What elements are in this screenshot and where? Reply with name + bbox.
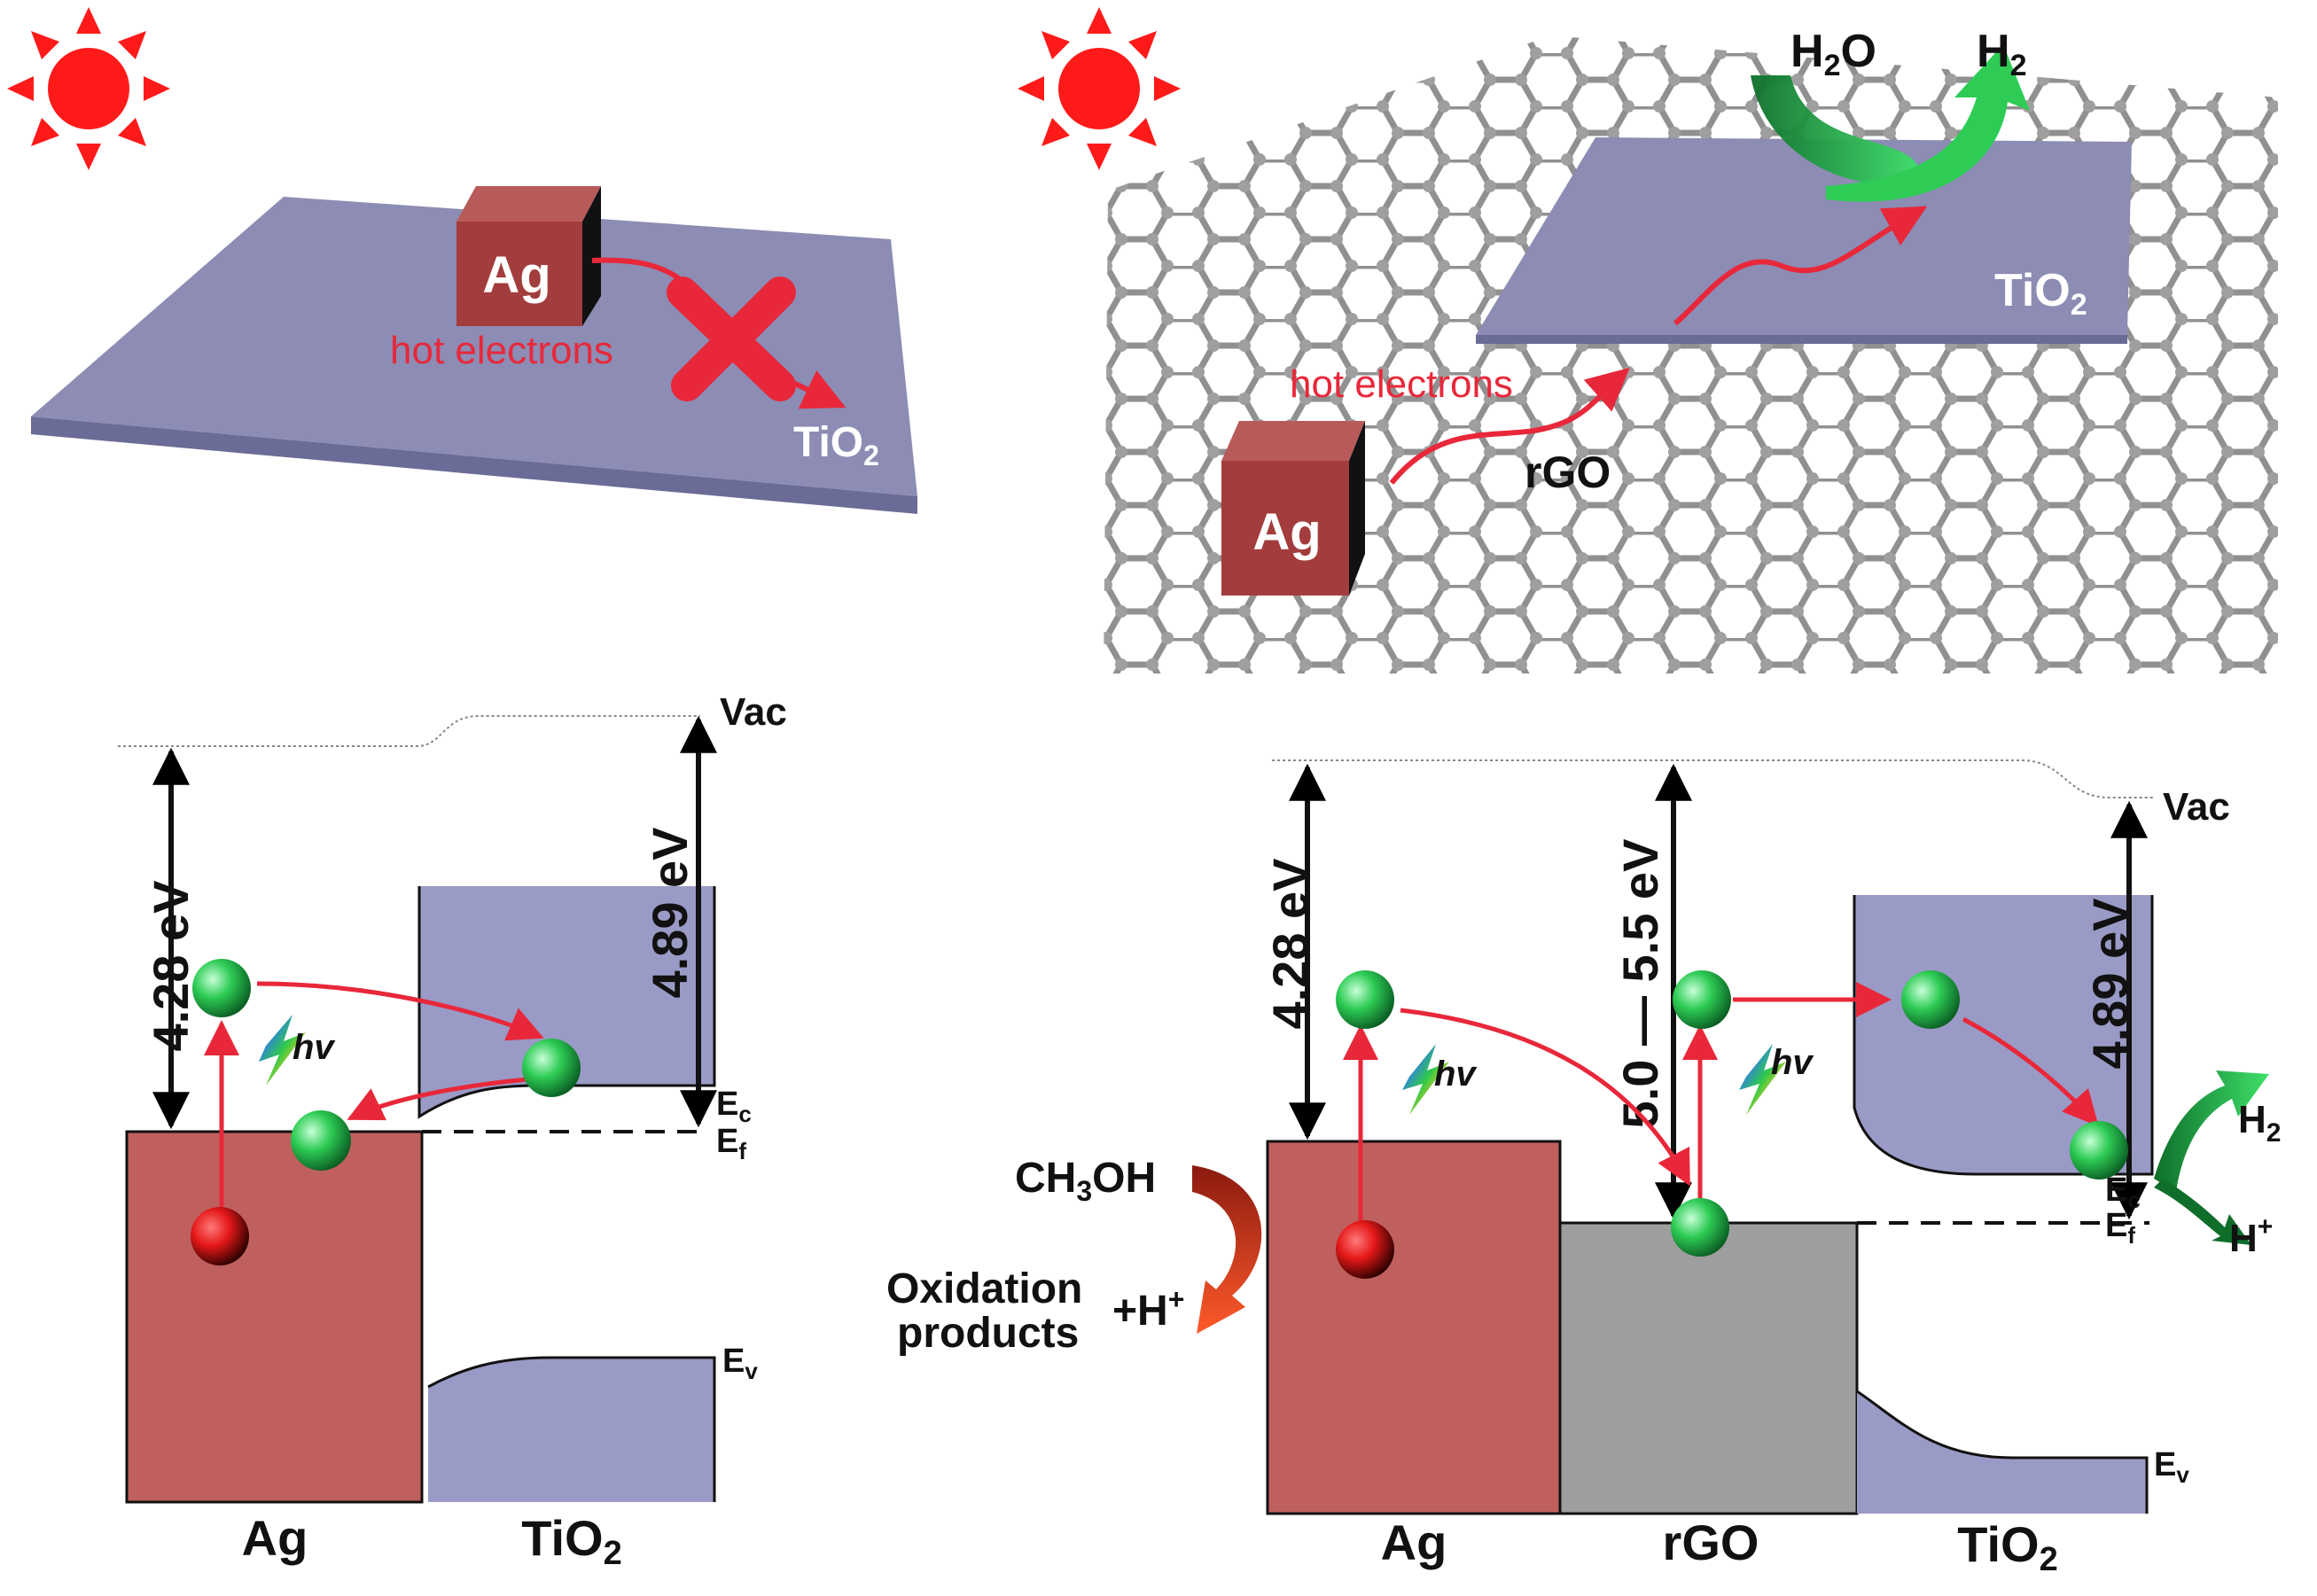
panel-top-left: Ag hot electrons TiO2 — [7, 7, 917, 514]
x-label-tio2: TiO2 — [1957, 1516, 2057, 1578]
ag-work-function-label: 4.28 eV — [1262, 858, 1318, 1029]
photon-icon — [1739, 1044, 1786, 1115]
h2-label: H2 — [2238, 1098, 2281, 1148]
tio2-plate — [31, 197, 917, 514]
tio2-work-function-label: 4.89 eV — [642, 827, 698, 998]
x-label-tio2: TiO2 — [521, 1510, 621, 1572]
ev-label: Ev — [2154, 1446, 2189, 1488]
oxidation-label: Oxidation — [886, 1265, 1082, 1312]
vacuum-level — [118, 715, 700, 747]
photon-icon — [259, 1015, 306, 1086]
electron — [1673, 970, 1731, 1029]
electron-transfer-arrow — [1962, 1016, 2099, 1126]
tio2-valence-band — [427, 1356, 716, 1502]
hot-electrons-label: hot electrons — [1290, 362, 1513, 406]
vacuum-level — [1272, 759, 2154, 798]
h2-evolution-arrow — [2154, 1070, 2269, 1245]
tio2-work-function-label: 4.89 eV — [2082, 898, 2138, 1069]
hv-label: hv — [1434, 1055, 1478, 1094]
electron — [192, 959, 251, 1017]
rgo-work-function-label: 5.0 — 5.5 eV — [1612, 839, 1668, 1129]
sun-icon — [7, 7, 170, 170]
electron — [1671, 1198, 1729, 1257]
hot-electrons-label: hot electrons — [390, 329, 613, 372]
hot-electron-path — [1389, 367, 1630, 485]
electron — [2070, 1121, 2128, 1179]
ec-label: Ec — [2105, 1172, 2141, 1213]
ef-label: Ef — [2105, 1207, 2135, 1249]
ag-work-function-label: 4.28 eV — [143, 880, 199, 1051]
sun-icon — [1018, 7, 1181, 170]
hplus-label: H+ — [2229, 1212, 2273, 1260]
electron — [1336, 970, 1394, 1029]
rgo-band — [1558, 1221, 1859, 1515]
ec-label: Ec — [716, 1086, 752, 1127]
ev-label: Ev — [722, 1343, 758, 1384]
electron-transfer-arrow — [256, 981, 544, 1041]
h2o-label: H2O — [1790, 26, 1876, 82]
back-transfer-arrow — [347, 1077, 528, 1121]
vac-label: Vac — [2163, 785, 2230, 829]
panel-top-right: TiO2 H2O H2 hot electrons rGO Ag — [1018, 7, 2278, 673]
hole — [191, 1207, 249, 1265]
ch3oh-label: CH3OH — [1015, 1155, 1156, 1207]
hot-electron-path — [1673, 206, 1928, 326]
panel-bottom-right: Vac 4.28 eV 5.0 — 5.5 eV 4.89 eV Ec Ef E… — [886, 759, 2281, 1578]
ag-label: Ag — [1252, 503, 1321, 561]
x-label-ag: Ag — [242, 1510, 308, 1566]
blocked-x-icon — [667, 276, 796, 401]
electron-transfer-arrow — [1400, 1008, 1691, 1187]
water-splitting-arrows — [1751, 44, 2030, 202]
ag-cube: Ag — [1221, 421, 1365, 596]
h2-label: H2 — [1977, 26, 2026, 82]
hv-label: hv — [293, 1028, 336, 1067]
tio2-valence-band — [1856, 1390, 2149, 1514]
ef-label: Ef — [716, 1123, 746, 1164]
tio2-label: TiO2 — [1994, 265, 2087, 322]
hole — [1336, 1220, 1394, 1279]
tio2-label: TiO2 — [793, 419, 879, 471]
rgo-label: rGO — [1525, 448, 1611, 497]
x-label-ag: Ag — [1381, 1514, 1447, 1570]
electron — [522, 1039, 581, 1097]
photon-icon — [1402, 1044, 1449, 1115]
vac-label: Vac — [720, 690, 787, 734]
ag-band — [1266, 1140, 1562, 1515]
hplus-label: +H+ — [1112, 1283, 1184, 1335]
ag-label: Ag — [482, 246, 550, 304]
methanol-oxidation-arrow — [1192, 1165, 1262, 1334]
panel-bottom-left: Vac 4.28 eV 4.89 eV Ec Ef Ev hv Ag TiO2 — [118, 690, 787, 1572]
electron — [291, 1110, 351, 1171]
tio2-plate — [1476, 137, 2132, 344]
x-label-rgo: rGO — [1663, 1514, 1759, 1570]
ag-cube: Ag — [456, 186, 601, 326]
ag-band — [125, 1130, 424, 1504]
products-label: products — [897, 1310, 1079, 1357]
hv-label: hv — [1771, 1043, 1814, 1082]
electron — [1901, 970, 1960, 1029]
